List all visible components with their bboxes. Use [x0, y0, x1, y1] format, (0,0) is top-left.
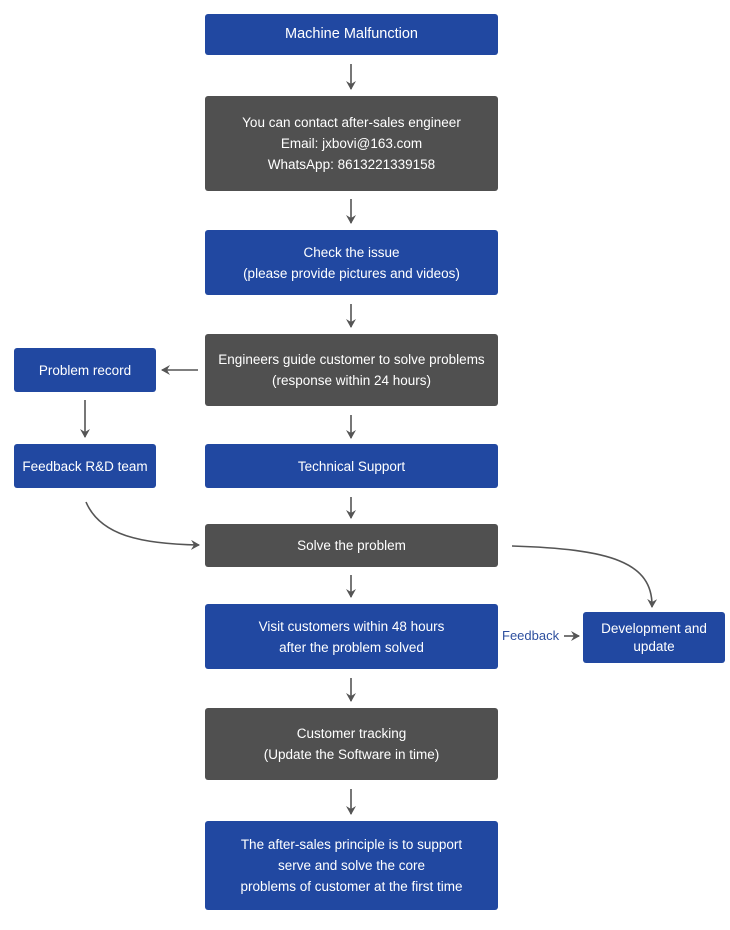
- node-solve-problem: Solve the problem: [205, 524, 498, 567]
- arrow-feedback-rd-to-solve: [85, 501, 200, 550]
- node-subtext: update: [633, 638, 675, 654]
- node-check-issue: Check the issue (please provide pictures…: [205, 230, 498, 295]
- node-visit-customers: Visit customers within 48 hours after th…: [205, 604, 498, 669]
- node-feedback-rd-team: Feedback R&D team: [14, 444, 156, 488]
- node-text-2: serve and solve the core: [277, 858, 426, 873]
- node-text: Customer tracking: [296, 726, 407, 741]
- node-problem-record: Problem record: [14, 348, 156, 392]
- node-text: Solve the problem: [297, 538, 406, 553]
- node-text: Check the issue: [303, 244, 400, 260]
- node-machine-malfunction: Machine Malfunction: [205, 14, 498, 55]
- contact-whatsapp: WhatsApp: 8613221339158: [267, 157, 436, 172]
- node-text: Visit customers within 48 hours: [258, 618, 445, 634]
- node-customer-tracking: Customer tracking (Update the Software i…: [205, 708, 498, 780]
- contact-email: Email: jxbovi@163.com: [280, 136, 423, 151]
- node-text: The after-sales principle is to support: [240, 837, 463, 852]
- node-after-sales-principle: The after-sales principle is to support …: [205, 821, 498, 910]
- node-text: Technical Support: [297, 458, 406, 474]
- node-subtext: (Update the Software in time): [263, 747, 440, 762]
- node-technical-support: Technical Support: [205, 444, 498, 488]
- node-text: You can contact after-sales engineer: [242, 115, 461, 130]
- node-subtext: after the problem solved: [279, 639, 424, 655]
- node-text: Machine Malfunction: [285, 26, 418, 42]
- node-text: Problem record: [38, 362, 132, 378]
- node-text: Development and: [601, 620, 707, 636]
- edge-label-feedback: Feedback: [502, 628, 560, 643]
- node-subtext: (response within 24 hours): [271, 373, 432, 388]
- node-text: Feedback R&D team: [22, 458, 148, 474]
- node-development-update: Development and update: [583, 612, 725, 663]
- node-contact-engineer: You can contact after-sales engineer Ema…: [205, 96, 498, 191]
- node-text: Engineers guide customer to solve proble…: [218, 352, 485, 367]
- node-text-3: problems of customer at the first time: [240, 879, 463, 894]
- node-engineers-guide: Engineers guide customer to solve proble…: [205, 334, 498, 406]
- node-subtext: (please provide pictures and videos): [243, 265, 460, 281]
- arrow-solve-to-development: [511, 545, 658, 608]
